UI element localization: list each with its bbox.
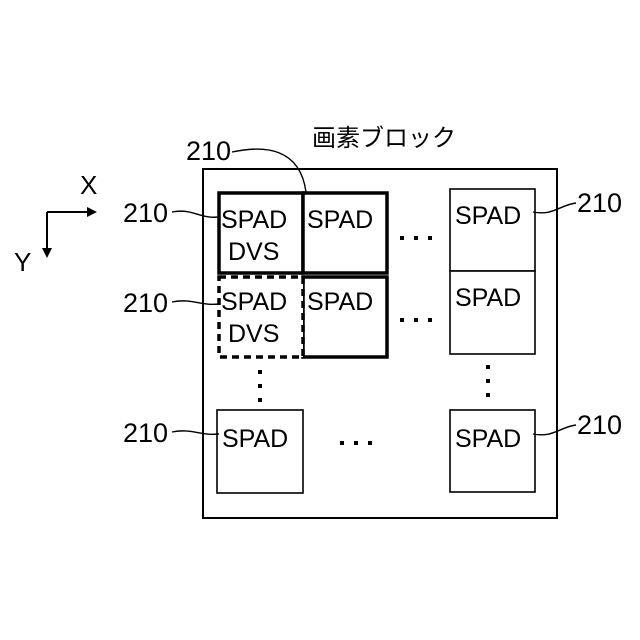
ref-label-right-row0: 210 (577, 188, 622, 218)
leader-right-rown (533, 425, 576, 435)
cell-r0c0-label-1: SPAD (221, 206, 287, 234)
vertical-ellipsis-coln (486, 365, 490, 397)
pixel-block-title: 画素ブロック (312, 125, 456, 152)
cell-r0c0-label-2: DVS (228, 238, 279, 266)
horizontal-ellipsis-row1 (400, 318, 432, 322)
ref-label-right-rown: 210 (577, 410, 622, 440)
cell-r0cn-label-1: SPAD (455, 202, 521, 230)
cell-rnc0-label-1: SPAD (222, 425, 288, 453)
vertical-ellipsis-col0 (258, 370, 262, 402)
axis-indicator: X Y (14, 170, 97, 277)
leader-right-row0 (533, 203, 576, 213)
cell-r0c1-label-1: SPAD (307, 206, 373, 234)
y-axis-arrowhead (42, 248, 52, 258)
leader-left-rown (172, 431, 219, 434)
cell-r1c1-label-1: SPAD (307, 288, 373, 316)
horizontal-ellipsis-row0 (400, 236, 432, 240)
ref-label-left-row1: 210 (123, 288, 168, 318)
ref-label-left-row0: 210 (123, 198, 168, 228)
leader-left-row0 (172, 211, 219, 217)
cell-r1c0-label-1: SPAD (221, 288, 287, 316)
x-axis-label: X (80, 170, 97, 200)
ref-label-top: 210 (186, 136, 231, 166)
leader-top (232, 149, 306, 192)
x-axis-arrowhead (87, 207, 97, 217)
horizontal-ellipsis-rown (340, 441, 372, 445)
cell-rncn-label-1: SPAD (455, 425, 521, 453)
leader-left-row1 (172, 301, 219, 304)
cell-r1cn-label-1: SPAD (455, 284, 521, 312)
cell-r1c0-label-2: DVS (228, 320, 279, 348)
y-axis-label: Y (14, 247, 31, 277)
ref-label-left-rown: 210 (123, 418, 168, 448)
